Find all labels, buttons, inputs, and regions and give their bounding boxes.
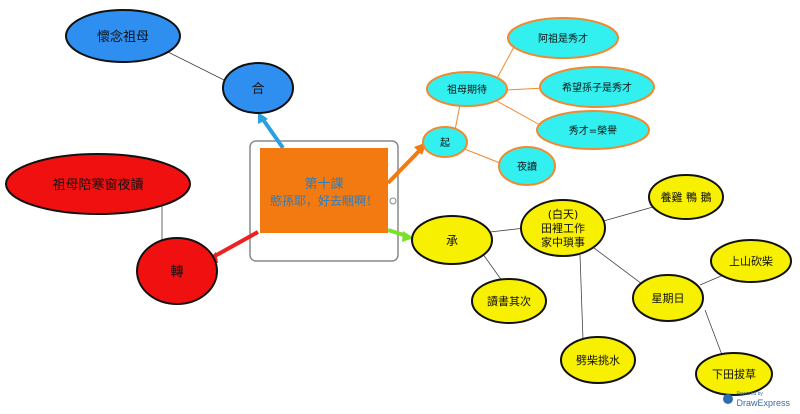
node-zhuan-label: 轉 <box>170 265 183 280</box>
node-pichai-label: 劈柴挑水 <box>576 353 620 367</box>
node-dushu-label: 讀書其次 <box>487 294 531 308</box>
center-title-line1: 第十課 <box>304 176 343 192</box>
node-pichai[interactable] <box>560 336 636 384</box>
node-dushu[interactable] <box>471 278 547 324</box>
node-azu-xiucai-label: 阿祖是秀才 <box>538 32 588 45</box>
center-title-line2: 憨孫耶，好去睏啊！ <box>270 194 378 208</box>
node-xiucai-rongyu-label: 秀才=榮譽 <box>569 124 617 137</box>
node-xingqiri-label: 星期日 <box>652 292 685 305</box>
node-qi[interactable] <box>422 126 468 158</box>
drawexpress-watermark: Powered by DrawExpress <box>723 390 790 408</box>
connector-daytime-yangji <box>599 204 661 223</box>
node-yedu-label: 夜讀 <box>517 160 537 173</box>
node-zumu-peiban-label: 祖母陪寒窗夜讀 <box>52 177 143 193</box>
node-he[interactable] <box>222 62 294 114</box>
node-xiatian-label: 下田拔草 <box>712 367 756 381</box>
drawexpress-logo-icon <box>723 394 734 404</box>
connector-xingqiri-xiatian <box>704 309 723 356</box>
arrow-to-he-head <box>258 112 268 124</box>
connector-qi-yedu <box>461 147 506 166</box>
node-zumu-qidai[interactable] <box>426 71 508 107</box>
arrow-to-cheng-head <box>402 231 414 242</box>
node-daytime-line3: 家中瑣事 <box>541 235 585 249</box>
node-xiucai-rongyu[interactable] <box>536 110 650 150</box>
node-xiwang[interactable] <box>539 66 655 108</box>
connector-daytime-pichai <box>579 254 584 341</box>
tablet-button <box>389 197 397 205</box>
connector-zumu-xiwang <box>504 87 546 91</box>
watermark-line2: DrawExpress <box>736 398 790 408</box>
connector-zumu-xiucai <box>494 99 541 126</box>
node-cheng-label: 承 <box>446 234 458 248</box>
connector-cheng-daytime <box>489 227 526 233</box>
node-zumu-peiban[interactable] <box>5 153 191 215</box>
node-huainian-label: 懷念祖母 <box>97 29 149 45</box>
connector-daytime-xingqiri <box>589 244 651 291</box>
node-zhuan[interactable] <box>136 237 218 305</box>
node-cheng[interactable] <box>411 215 493 265</box>
connector-zumu-azu <box>494 44 516 83</box>
node-xiatian[interactable] <box>695 352 773 396</box>
node-yangji-label: 養雞 鴨 鵝 <box>661 190 712 204</box>
node-shangshan-label: 上山砍柴 <box>729 254 773 268</box>
node-huainian[interactable] <box>65 9 181 63</box>
arrow-to-zhuan <box>212 230 259 259</box>
node-zumu-qidai-label: 祖母期待 <box>447 83 487 96</box>
watermark-line1: Powered by <box>736 391 763 397</box>
node-xingqiri[interactable] <box>632 274 704 322</box>
node-daytime-line1: (白天) <box>548 207 579 221</box>
node-daytime-line2: 田裡工作 <box>541 221 585 235</box>
node-he-label: 合 <box>251 82 264 97</box>
node-azu-xiucai[interactable] <box>507 17 619 59</box>
node-yedu[interactable] <box>498 146 556 186</box>
node-qi-label: 起 <box>440 137 450 149</box>
node-shangshan[interactable] <box>710 239 792 283</box>
arrow-to-he <box>260 116 285 150</box>
node-daytime[interactable] <box>520 199 606 257</box>
node-xiwang-label: 希望孫子是秀才 <box>562 81 632 94</box>
center-box <box>260 148 388 233</box>
connector-qi-zumu <box>454 104 461 131</box>
arrow-to-qi <box>386 146 424 185</box>
node-yangji[interactable] <box>648 174 724 220</box>
